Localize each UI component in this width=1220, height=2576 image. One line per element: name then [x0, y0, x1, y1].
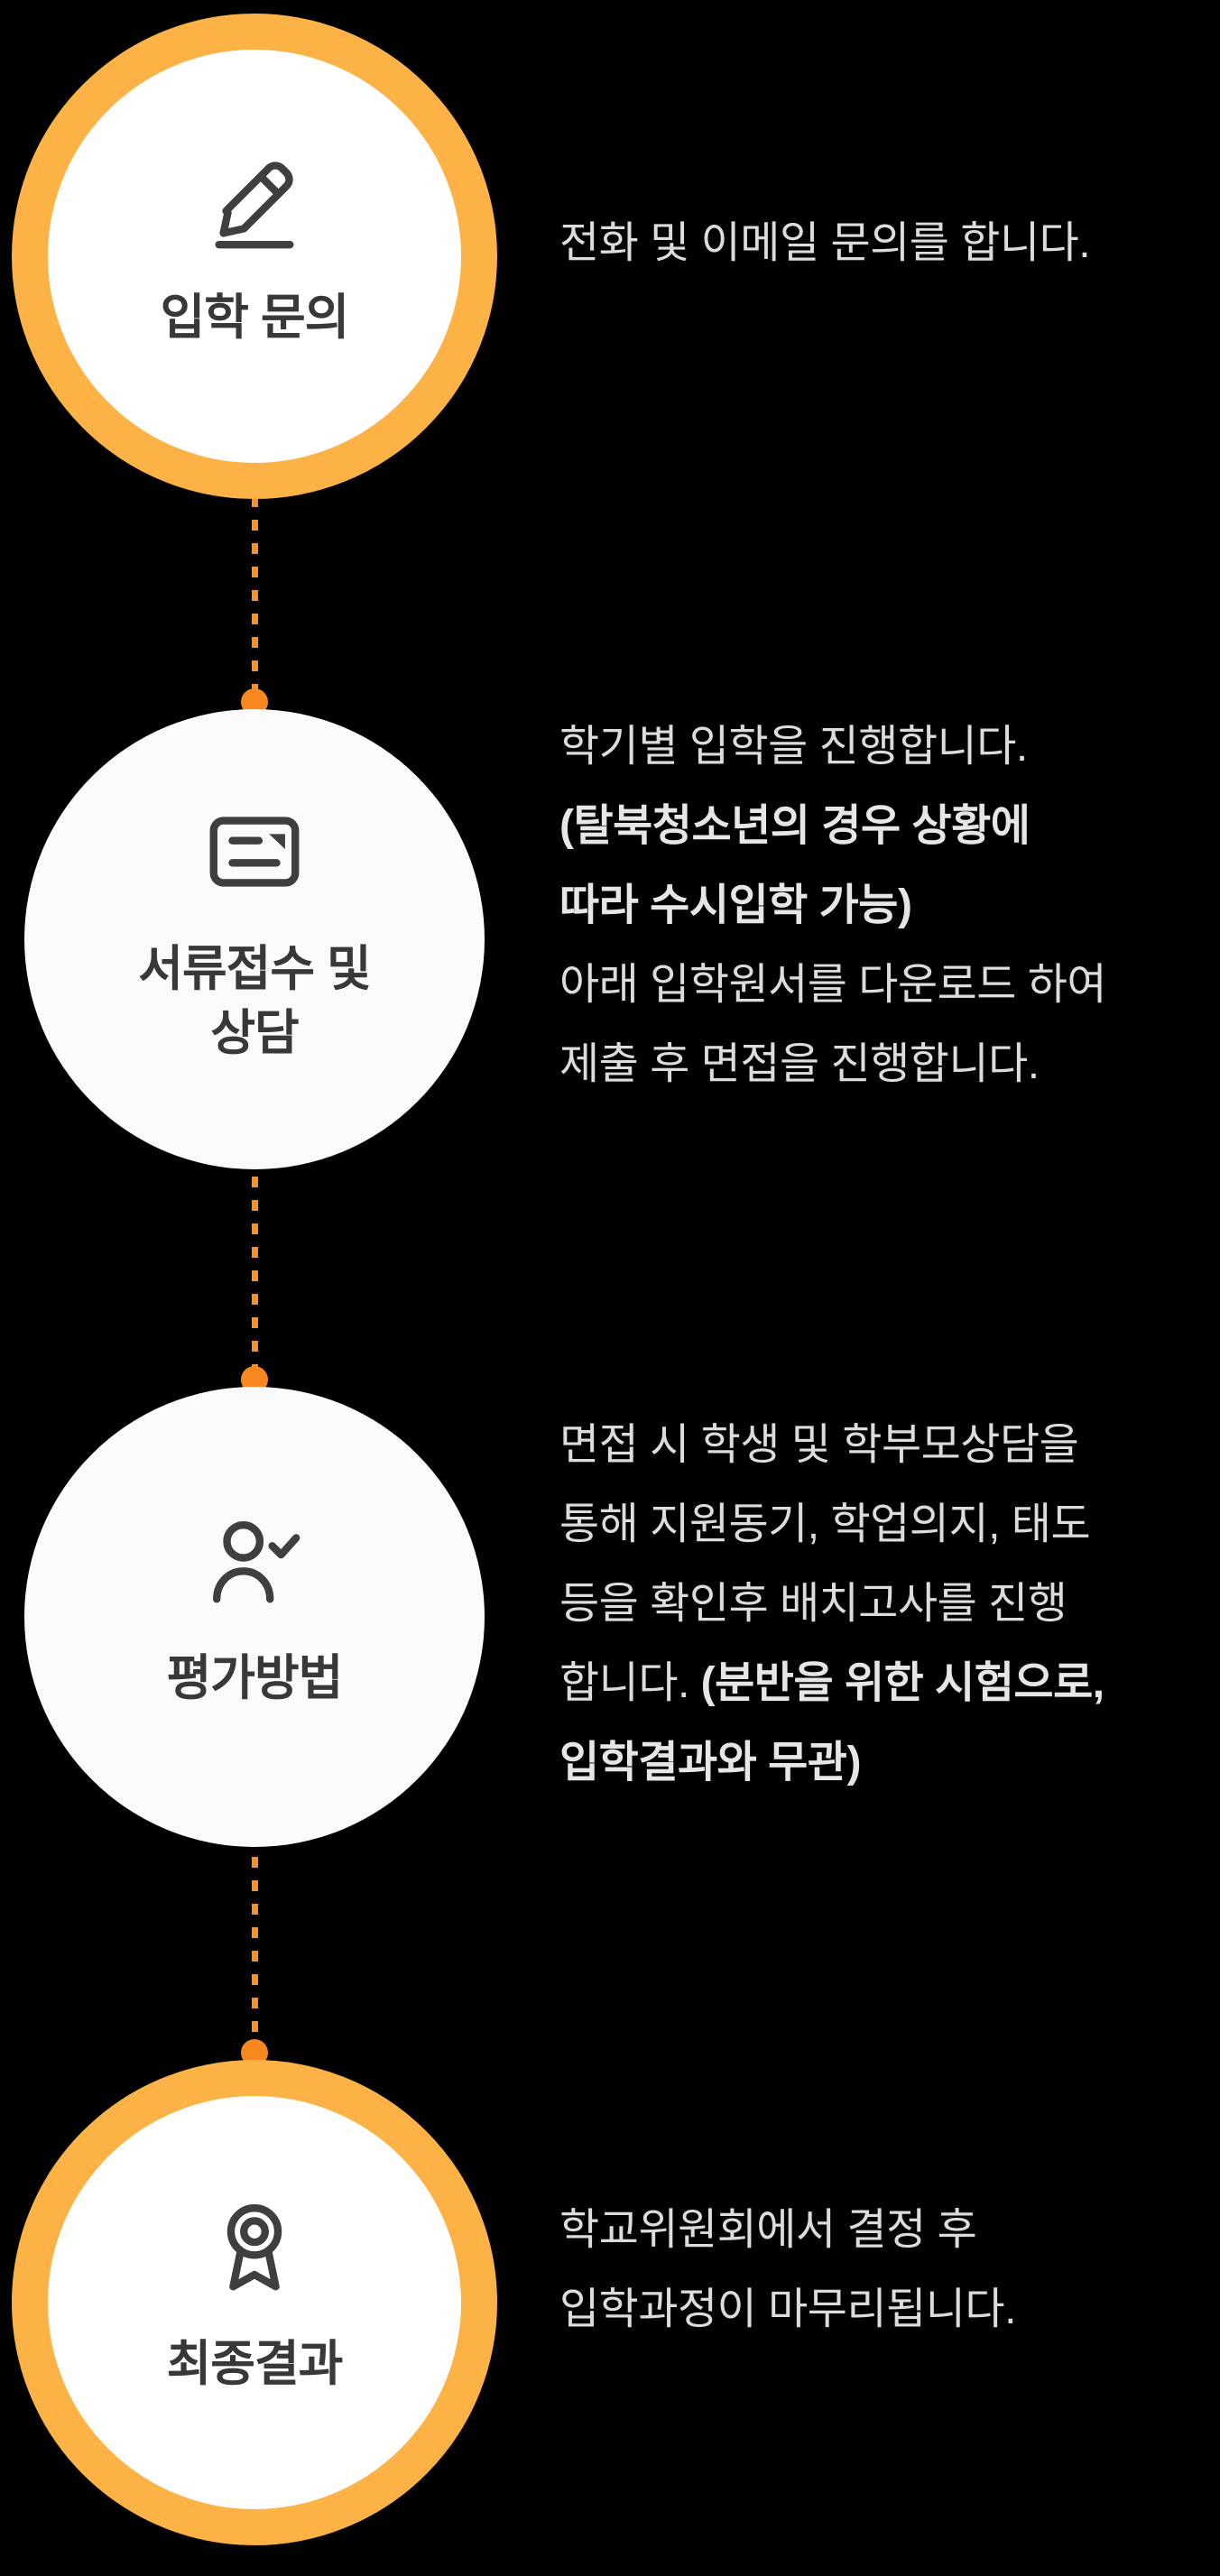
person-check-icon: [201, 1508, 308, 1614]
step-description-result: 학교위원회에서 결정 후 입학과정이 마무리됩니다.: [559, 2191, 1016, 2350]
desc-line: 입학과정이 마무리됩니다.: [559, 2285, 1016, 2333]
desc-line: 따라 수시입학 가능): [559, 882, 912, 929]
desc-line: 합니다. (분반을 위한 시험으로,: [559, 1659, 1104, 1707]
step-description-inquiry: 전화 및 이메일 문의를 합니다.: [559, 204, 1091, 283]
step-label: 최종결과: [166, 2337, 344, 2392]
step-description-documents: 학기별 입학을 진행합니다. (탈북청소년의 경우 상황에 따라 수시입학 가능…: [559, 707, 1107, 1104]
step-label: 입학 문의: [160, 291, 350, 346]
step-label: 평가방법: [166, 1651, 344, 1706]
desc-line: 제출 후 면접을 진행합니다.: [559, 1040, 1040, 1088]
desc-line: 전화 및 이메일 문의를 합니다.: [559, 219, 1091, 267]
pencil-icon: [201, 147, 308, 254]
step-circle-content: 입학 문의: [161, 147, 349, 350]
timeline-dashed-line: [252, 496, 258, 2062]
step-circle-inquiry: 입학 문의: [12, 14, 497, 499]
medal-icon: [201, 2193, 308, 2300]
desc-line: 통해 지원동기, 학업의지, 태도: [559, 1500, 1091, 1548]
step-circle-content: 최종결과: [167, 2193, 343, 2396]
step-description-evaluation: 면접 시 학생 및 학부모상담을 통해 지원동기, 학업의지, 태도 등을 확인…: [559, 1406, 1104, 1803]
step-circle-result: 최종결과: [12, 2060, 497, 2545]
desc-line: 학기별 입학을 진행합니다.: [559, 723, 1028, 771]
desc-line: 면접 시 학생 및 학부모상담을: [559, 1421, 1079, 1469]
desc-line: 아래 입학원서를 다운로드 하여: [559, 961, 1107, 1009]
desc-line: 입학결과와 무관): [559, 1739, 861, 1787]
step-circle-evaluation: 평가방법: [24, 1387, 485, 1847]
desc-line: 학교위원회에서 결정 후: [559, 2206, 977, 2254]
step-circle-content: 평가방법: [167, 1508, 343, 1711]
document-icon: [201, 799, 308, 905]
desc-line: (탈북청소년의 경우 상황에: [559, 802, 1031, 850]
desc-line: 등을 확인후 배치고사를 진행: [559, 1580, 1068, 1628]
